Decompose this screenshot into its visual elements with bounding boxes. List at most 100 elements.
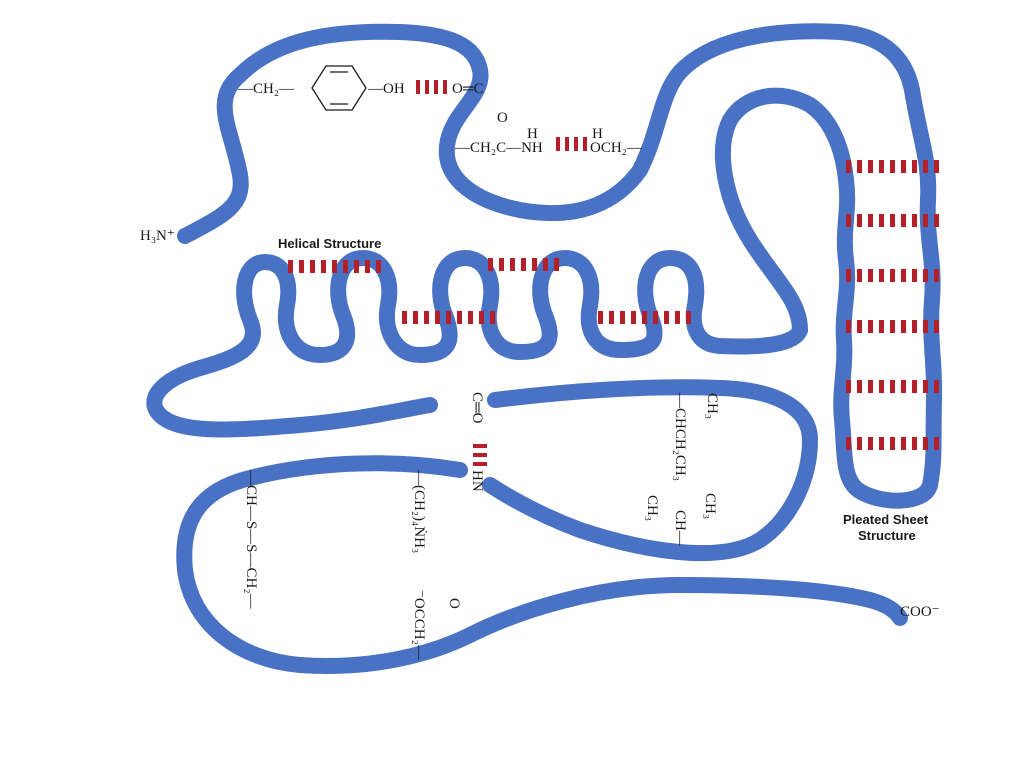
hbond-dash — [653, 311, 658, 324]
hbond-dash — [912, 160, 917, 173]
hbond-dash — [299, 260, 304, 273]
tyrosine-ch2: —CH₂— — [237, 81, 295, 97]
hbond-dash — [868, 437, 873, 450]
hbond-dash — [846, 320, 851, 333]
hbond-dash — [890, 320, 895, 333]
ribbon-middle-loop — [490, 387, 810, 553]
hbond-dash — [901, 380, 906, 393]
hbond-dash — [934, 320, 939, 333]
helix-hbond-row — [598, 311, 691, 324]
hbond-dash — [923, 160, 928, 173]
hbond-dash — [354, 260, 359, 273]
hbond-dash — [890, 380, 895, 393]
sheet-hbond-row — [846, 269, 939, 282]
hbond-dash — [376, 260, 381, 273]
hbond-dash — [890, 160, 895, 173]
tyrosine-oh: —OH — [367, 81, 405, 97]
hbond-dash — [288, 260, 293, 273]
hbond-dash — [901, 269, 906, 282]
hbond-dash — [934, 380, 939, 393]
hbond-dash — [923, 269, 928, 282]
hbond-dash — [365, 260, 370, 273]
hbond-dash — [479, 311, 484, 324]
hbond-dash — [879, 320, 884, 333]
hbond-dash — [310, 260, 315, 273]
hbond-dash — [631, 311, 636, 324]
hbond-dash — [664, 311, 669, 324]
hbond-dash — [343, 260, 348, 273]
hbond-dash — [868, 269, 873, 282]
leucine-ch3-left: CH₃ — [644, 495, 660, 521]
hbond-dash — [901, 437, 906, 450]
hbond-dash — [879, 380, 884, 393]
ribbon-n-terminus — [185, 31, 912, 236]
hbond-dash — [846, 214, 851, 227]
helix-hbond-row — [402, 311, 495, 324]
carbonyl-oc: O═C — [452, 81, 483, 97]
hbond-dash — [879, 214, 884, 227]
hbond-dash — [321, 260, 326, 273]
leucine-ch3-right: CH₃ — [702, 493, 718, 519]
hbond-dash — [846, 437, 851, 450]
hbond-dash — [934, 160, 939, 173]
sheet-hbond-row — [846, 437, 939, 450]
hbond-dash — [468, 311, 473, 324]
hbond-dash — [457, 311, 462, 324]
hbond-dash — [857, 320, 862, 333]
hbond-dash — [890, 214, 895, 227]
hbond-dash — [868, 214, 873, 227]
sheet-hbond-row — [846, 320, 939, 333]
hbond-dash — [934, 269, 939, 282]
hbond-co-nh — [473, 444, 487, 466]
hbond-dash — [598, 311, 603, 324]
hbond-dash — [912, 380, 917, 393]
pleated-sheet-label-2: Structure — [858, 528, 916, 543]
hbond-dash — [923, 214, 928, 227]
hbond-dash — [510, 258, 515, 271]
sheet-hbond-row — [846, 160, 939, 173]
hbond-dash — [912, 437, 917, 450]
c-terminus-label: COO⁻ — [900, 604, 940, 620]
hbond-dash — [846, 160, 851, 173]
hbond-dash — [446, 311, 451, 324]
hbond-dash — [543, 258, 548, 271]
hbond-dash — [890, 437, 895, 450]
hbond-tyr-carbonyl — [416, 80, 447, 94]
lysine-amine: —(CH₂)₄ṄH₃ — [411, 469, 427, 553]
hbond-dash — [879, 160, 884, 173]
aspartate-carboxylate: ⁻OCCH₂— — [411, 590, 427, 661]
hbond-dash — [846, 380, 851, 393]
hbond-dash — [923, 437, 928, 450]
hbond-dash — [879, 269, 884, 282]
hbond-dash — [912, 320, 917, 333]
hbond-dash — [923, 320, 928, 333]
hbond-dash — [890, 269, 895, 282]
hbond-dash — [857, 214, 862, 227]
hbond-dash — [609, 311, 614, 324]
protein-ribbon — [154, 31, 934, 666]
hbond-dash — [868, 320, 873, 333]
hbond-dash — [675, 311, 680, 324]
hbond-dash — [912, 214, 917, 227]
amide-chain: —CH₂C—NH — [454, 140, 543, 156]
hbond-dash — [642, 311, 647, 324]
hbond-dash — [424, 311, 429, 324]
hbond-dash — [857, 380, 862, 393]
isoleucine-ch3: CH₃ — [704, 393, 720, 419]
hbond-dash — [499, 258, 504, 271]
hbond-dash — [620, 311, 625, 324]
hbond-dash — [879, 437, 884, 450]
aspartate-o: O — [446, 598, 462, 609]
pleated-sheet-label-1: Pleated Sheet — [843, 512, 929, 527]
n-terminus-label: H₃N⁺ — [140, 228, 175, 244]
hbond-dash — [332, 260, 337, 273]
helix-hbond-row — [288, 260, 381, 273]
hbond-dash — [413, 311, 418, 324]
hbond-dash — [934, 437, 939, 450]
hbond-amide-serine — [556, 137, 587, 151]
hbond-dash — [868, 380, 873, 393]
hbond-dash — [912, 269, 917, 282]
benzene-ring — [312, 66, 366, 110]
